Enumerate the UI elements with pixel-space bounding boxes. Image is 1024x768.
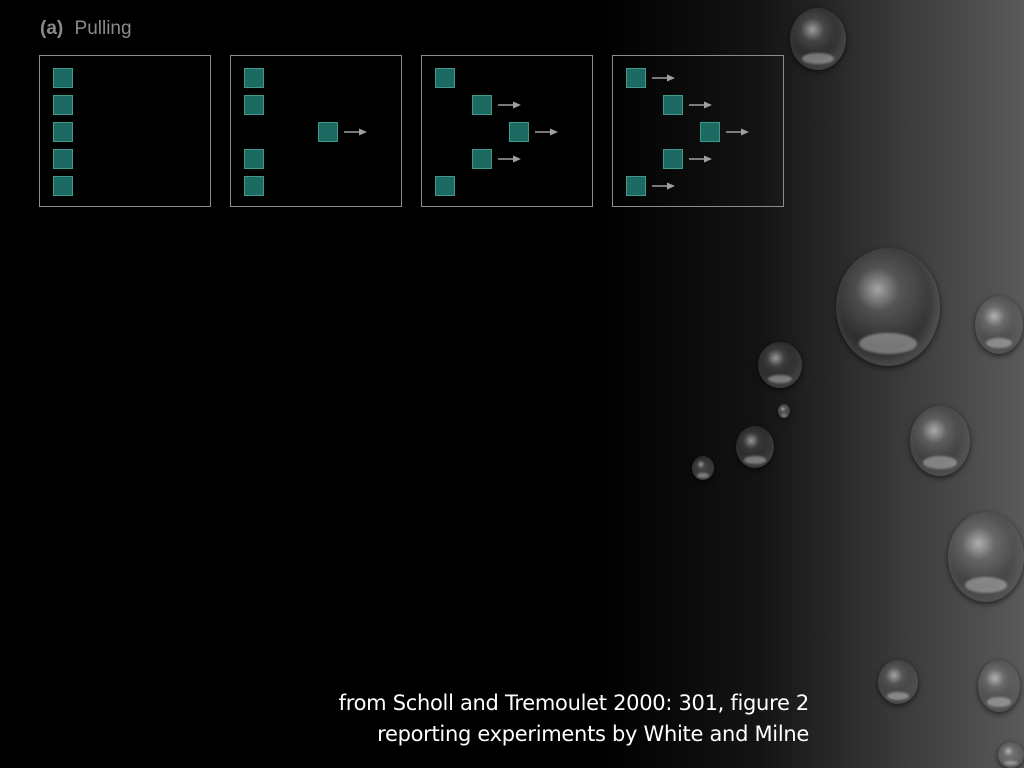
water-drop-decoration — [878, 660, 918, 704]
moving-square — [472, 149, 492, 169]
water-drop-decoration — [778, 404, 790, 418]
moving-square — [663, 95, 683, 115]
right-arrow-icon — [689, 101, 712, 109]
water-drop-decoration — [736, 426, 774, 468]
moving-square — [53, 176, 73, 196]
moving-square — [244, 176, 264, 196]
water-drop-decoration — [978, 660, 1020, 712]
moving-square — [53, 122, 73, 142]
water-drop-decoration — [790, 8, 846, 70]
moving-square — [318, 122, 338, 142]
citation-caption: from Scholl and Tremoulet 2000: 301, fig… — [338, 688, 810, 750]
figure-title: (a) Pulling — [40, 18, 132, 40]
right-arrow-icon — [498, 101, 521, 109]
figure-panel-letter: (a) — [40, 18, 64, 39]
water-drop-decoration — [948, 512, 1024, 602]
right-arrow-icon — [498, 155, 521, 163]
diagram-frame-1 — [39, 55, 211, 207]
moving-square — [509, 122, 529, 142]
moving-square — [700, 122, 720, 142]
right-arrow-icon — [535, 128, 558, 136]
moving-square — [663, 149, 683, 169]
moving-square — [53, 149, 73, 169]
water-drop-decoration — [910, 406, 970, 476]
right-arrow-icon — [344, 128, 367, 136]
moving-square — [53, 68, 73, 88]
moving-square — [244, 68, 264, 88]
diagram-frame-2 — [230, 55, 402, 207]
moving-square — [626, 68, 646, 88]
moving-square — [244, 95, 264, 115]
right-arrow-icon — [689, 155, 712, 163]
water-drop-decoration — [998, 742, 1024, 768]
moving-square — [472, 95, 492, 115]
water-drop-decoration — [836, 248, 940, 366]
moving-square — [53, 95, 73, 115]
water-drop-decoration — [758, 342, 802, 388]
right-arrow-icon — [652, 74, 675, 82]
moving-square — [435, 176, 455, 196]
right-arrow-icon — [726, 128, 749, 136]
diagram-frame-3 — [421, 55, 593, 207]
right-arrow-icon — [652, 182, 675, 190]
caption-line-2: reporting experiments by White and Milne — [377, 722, 809, 746]
caption-line-1: from Scholl and Tremoulet 2000: 301, fig… — [338, 691, 810, 715]
figure-title-text: Pulling — [74, 18, 132, 39]
moving-square — [244, 149, 264, 169]
water-drop-decoration — [975, 296, 1023, 354]
water-drop-decoration — [692, 456, 714, 480]
diagram-frame-4 — [612, 55, 784, 207]
moving-square — [626, 176, 646, 196]
moving-square — [435, 68, 455, 88]
